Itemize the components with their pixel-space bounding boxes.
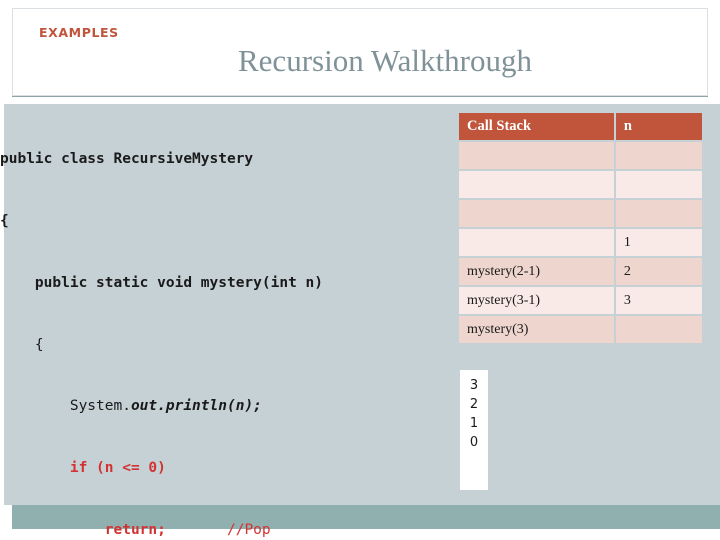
code-line: if (n <= 0) xyxy=(0,458,450,479)
table-row: mystery(2-1)2 xyxy=(459,258,702,285)
code-line: { xyxy=(0,211,450,232)
bottom-accent-bar xyxy=(12,505,720,529)
header-area: EXAMPLES Recursion Walkthrough xyxy=(12,8,708,96)
left-margin-strip xyxy=(0,104,4,505)
output-line: 2 xyxy=(469,397,479,412)
table-row xyxy=(459,200,702,227)
program-output-box: 3 2 1 0 xyxy=(460,370,488,490)
header-divider xyxy=(12,96,708,97)
cell-call-stack xyxy=(459,200,614,227)
code-line: { xyxy=(0,335,450,356)
column-header-n: n xyxy=(615,113,702,140)
code-line: public static void mystery(int n) xyxy=(0,273,450,294)
output-line: 3 xyxy=(469,378,479,393)
eyebrow-label: EXAMPLES xyxy=(39,25,119,40)
cell-n: 2 xyxy=(615,258,702,285)
code-comment: //Pop xyxy=(165,521,271,538)
code-token: System. xyxy=(0,398,131,415)
cell-n: 1 xyxy=(615,229,702,256)
code-token: { xyxy=(0,336,44,353)
table-row: mystery(3) xyxy=(459,316,702,343)
table-row: mystery(3-1)3 xyxy=(459,287,702,314)
table-header-row: Call Stack n xyxy=(459,113,702,140)
code-token: { xyxy=(0,212,9,229)
code-line: System.out.println(n); xyxy=(0,396,450,417)
column-header-call-stack: Call Stack xyxy=(459,113,614,140)
table-row xyxy=(459,171,702,198)
cell-call-stack xyxy=(459,171,614,198)
code-token: if (n <= 0) xyxy=(0,460,166,477)
cell-call-stack: mystery(3-1) xyxy=(459,287,614,314)
cell-call-stack: mystery(3) xyxy=(459,316,614,343)
code-line: public class RecursiveMystery xyxy=(0,149,450,170)
cell-n xyxy=(615,200,702,227)
code-token: public static void mystery(int n) xyxy=(0,274,324,291)
code-token: out.println(n); xyxy=(130,398,262,415)
code-token: public class RecursiveMystery xyxy=(0,151,254,168)
output-line: 0 xyxy=(469,435,479,450)
table-row: 1 xyxy=(459,229,702,256)
table-row xyxy=(459,142,702,169)
cell-call-stack: mystery(2-1) xyxy=(459,258,614,285)
code-block: public class RecursiveMystery { public s… xyxy=(0,108,450,540)
output-line: 1 xyxy=(469,416,479,431)
code-line: return; //Pop xyxy=(0,520,450,540)
cell-n xyxy=(615,316,702,343)
cell-call-stack xyxy=(459,229,614,256)
cell-n: 3 xyxy=(615,287,702,314)
cell-n xyxy=(615,142,702,169)
code-token: return; xyxy=(0,521,166,538)
cell-n xyxy=(615,171,702,198)
cell-call-stack xyxy=(459,142,614,169)
page-title: Recursion Walkthrough xyxy=(238,43,532,78)
